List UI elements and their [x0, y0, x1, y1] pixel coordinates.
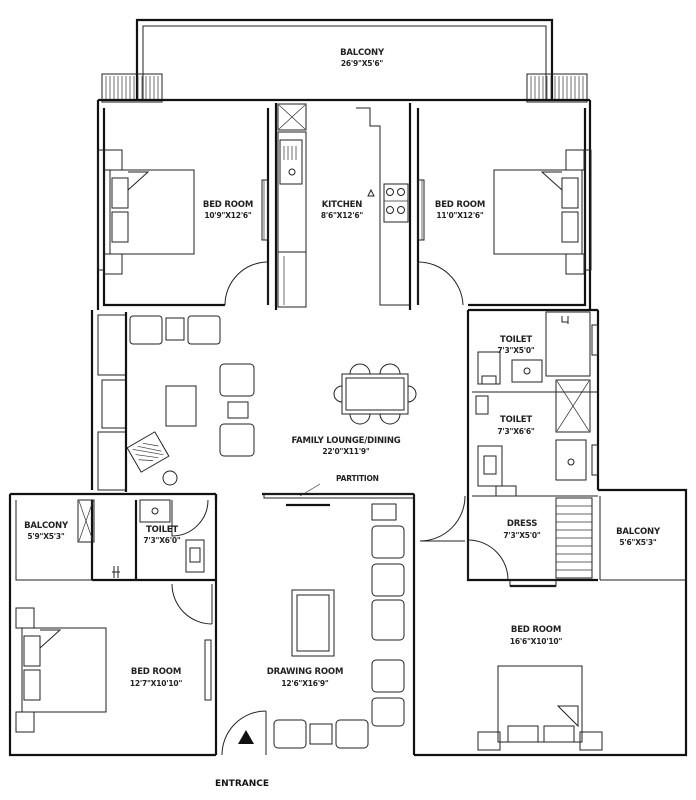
- partition: [263, 483, 415, 507]
- room-dims-balcony-top: 26'9"X5'6": [341, 59, 384, 68]
- room-label-kitchen: KITCHEN: [322, 200, 363, 210]
- railing-hatch-right: [526, 73, 588, 103]
- room-label-dress: DRESS: [507, 519, 537, 529]
- room-dims-drawing-room: 12'6"X16'9": [281, 679, 329, 688]
- lounge-furniture: [126, 315, 255, 486]
- room-labels: BALCONY 26'9"X5'6" BED ROOM 10'9"X12'6" …: [24, 48, 661, 789]
- room-label-toilet-2: TOILET: [500, 415, 532, 425]
- room-label-bedroom-top-right: BED ROOM: [435, 200, 485, 210]
- top-balcony: [135, 18, 554, 100]
- entrance-label: ENTRANCE: [215, 779, 269, 789]
- room-dims-balcony-left: 5'9"X5'3": [27, 532, 65, 541]
- room-label-family-lounge: FAMILY LOUNGE/DINING: [291, 436, 400, 446]
- room-label-bedroom-lower-left: BED ROOM: [131, 667, 181, 677]
- partition-label: PARTITION: [336, 474, 379, 483]
- bedroom-lower-right: [477, 665, 603, 751]
- dining-table: [333, 363, 417, 425]
- room-label-drawing-room: DRAWING ROOM: [267, 667, 343, 677]
- room-dims-toilet-2: 7'3"X6'6": [497, 427, 535, 436]
- bedroom-top-left: [97, 108, 270, 307]
- kitchen: [274, 103, 412, 310]
- room-dims-bedroom-top-left: 10'9"X12'6": [204, 211, 252, 220]
- room-label-toilet-3: TOILET: [146, 525, 178, 535]
- railing-hatch-left: [101, 73, 163, 103]
- left-lower-wing: [15, 499, 216, 733]
- room-dims-dress: 7'3"X5'0": [503, 531, 541, 540]
- room-dims-bedroom-lower-right: 16'6"X10'10": [510, 637, 563, 646]
- bedroom-top-right: [416, 108, 592, 307]
- room-label-balcony-top: BALCONY: [340, 48, 385, 58]
- room-dims-balcony-right: 5'6"X5'3": [619, 538, 657, 547]
- room-label-bedroom-lower-right: BED ROOM: [511, 625, 561, 635]
- lounge-left-windows: [97, 312, 128, 492]
- room-dims-kitchen: 8'6"X12'6": [321, 211, 364, 220]
- room-label-toilet-1: TOILET: [500, 335, 532, 345]
- room-label-balcony-left: BALCONY: [24, 521, 69, 531]
- dress-room: [419, 495, 593, 588]
- room-dims-toilet-1: 7'3"X5'0": [497, 346, 535, 355]
- room-dims-bedroom-lower-left: 12'7"X10'10": [130, 679, 183, 688]
- room-label-balcony-right: BALCONY: [616, 527, 661, 537]
- room-dims-bedroom-top-right: 11'0"X12'6": [436, 211, 484, 220]
- balcony-lower-right: [599, 496, 686, 581]
- room-dims-toilet-3: 7'3"X6'0": [143, 536, 181, 545]
- room-dims-family-lounge: 22'0"X11'9": [322, 447, 370, 456]
- room-label-bedroom-top-left: BED ROOM: [203, 200, 253, 210]
- drawing-room-furniture: [221, 503, 405, 756]
